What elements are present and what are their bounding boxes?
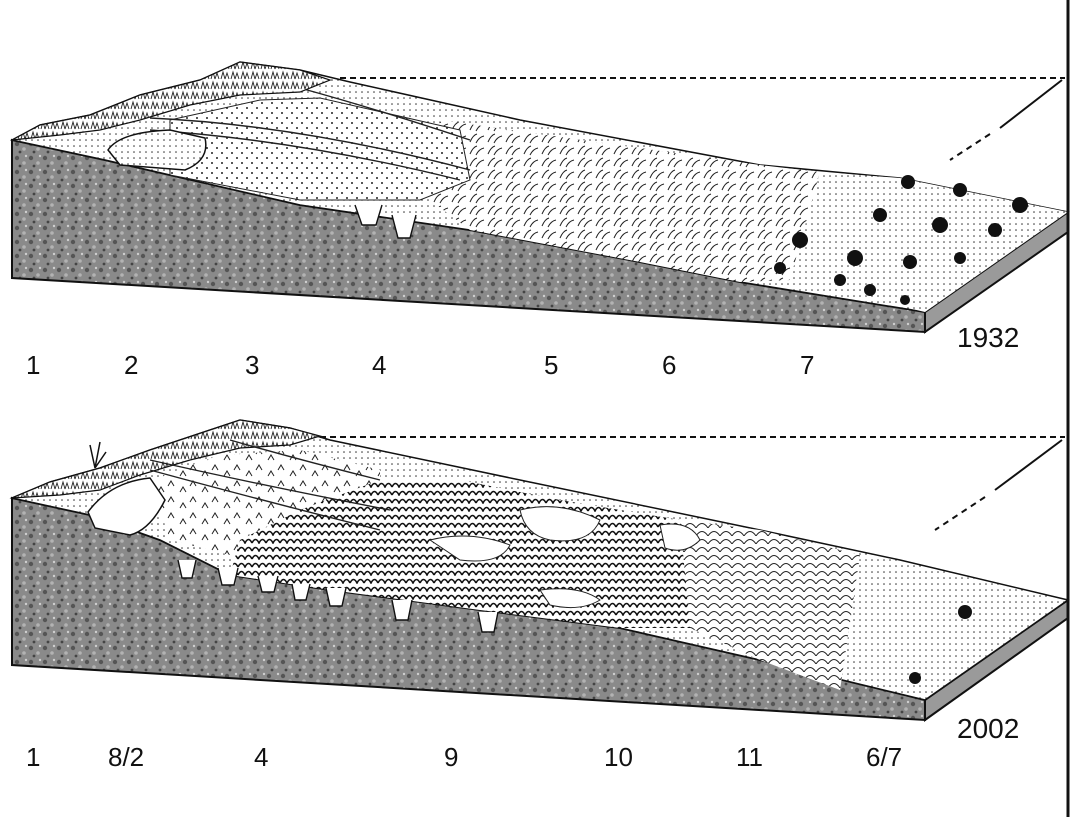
profile-dash-2002	[935, 497, 985, 530]
year-label: 2002	[957, 715, 1019, 743]
zone-label: 3	[245, 352, 259, 378]
zone-label: 5	[544, 352, 558, 378]
zone-label: 2	[124, 352, 138, 378]
zone-label: 1	[26, 352, 40, 378]
zone-label: 4	[372, 352, 386, 378]
zone-label: 11	[736, 744, 763, 770]
zone-label: 9	[444, 744, 458, 770]
zone-label: 7	[800, 352, 814, 378]
profile-line-1932	[1000, 80, 1062, 128]
profile-line-2002	[995, 440, 1062, 490]
year-label: 1932	[957, 324, 1019, 352]
zone-label: 10	[604, 744, 633, 770]
grass-tuft-2002	[90, 442, 106, 468]
zone-label: 6/7	[866, 744, 902, 770]
zone-label: 4	[254, 744, 268, 770]
zone-label: 6	[662, 352, 676, 378]
block-1932	[12, 62, 1068, 332]
profile-dash-1932	[950, 134, 990, 160]
block-2002	[12, 420, 1068, 720]
zone-label: 8/2	[108, 744, 144, 770]
zone-label: 1	[26, 744, 40, 770]
